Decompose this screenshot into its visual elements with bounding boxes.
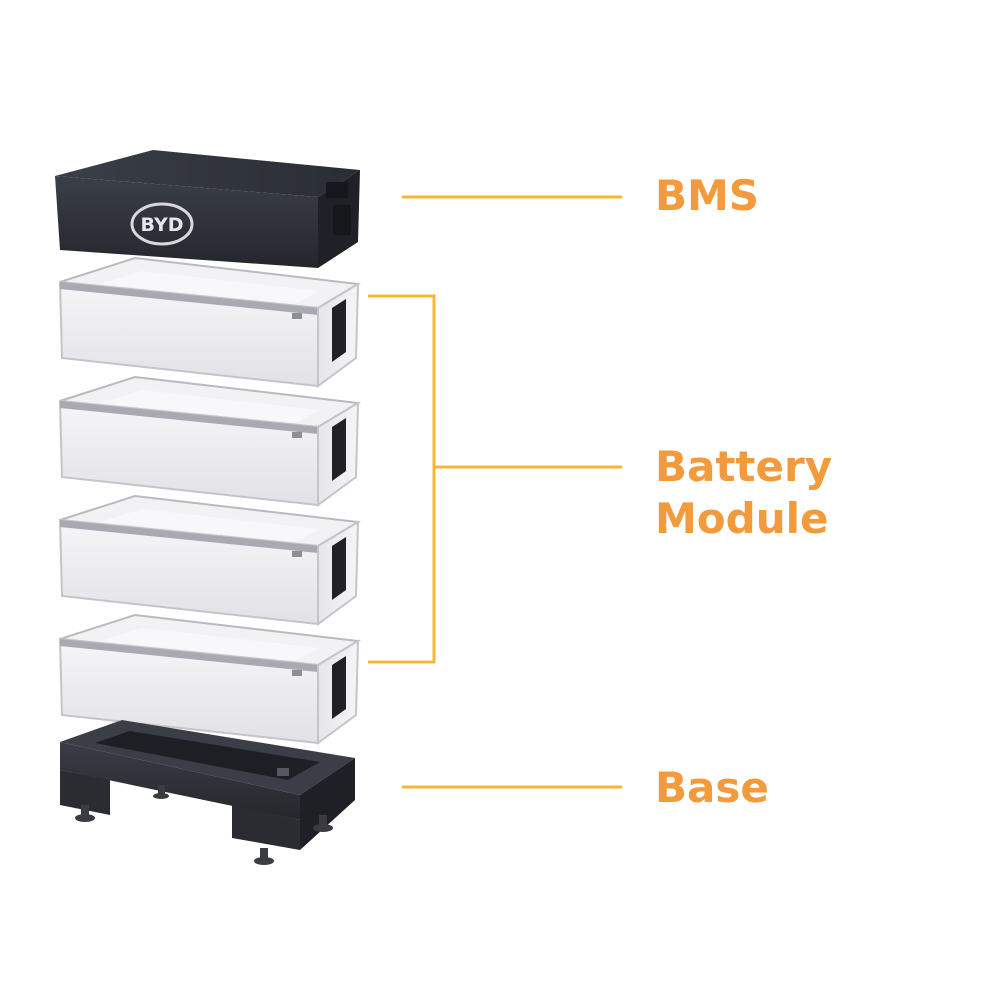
base-leg-left (60, 770, 110, 815)
battery-module (58, 256, 362, 388)
battery-module-stack (58, 256, 362, 745)
base-label-text: Base (655, 763, 769, 812)
battery-module-seam (60, 520, 318, 553)
battery-module-lid-panel (100, 628, 320, 661)
battery-module-lid-panel (100, 271, 320, 304)
foot-pad-icon (75, 814, 95, 822)
battery-module (58, 375, 362, 507)
bms-label: BMS (655, 170, 759, 222)
base-opening (95, 731, 320, 780)
base-leg-front-right (232, 805, 300, 850)
bms-front-face (55, 176, 318, 268)
bms-port-icon (333, 205, 351, 235)
battery-module (58, 613, 362, 745)
battery-module-indicator-icon (292, 670, 302, 676)
base-indicator-icon (277, 768, 289, 776)
foot-icon (81, 805, 89, 817)
foot-icon (158, 785, 165, 795)
battery-module-lid-panel (100, 509, 320, 542)
battery-connector-icon (332, 418, 346, 481)
battery-module-label: Battery Module (655, 441, 832, 545)
foot-pad-icon (313, 824, 333, 832)
battery-module-seam (60, 401, 318, 434)
foot-pad-icon (153, 793, 169, 799)
battery-module-seam (60, 639, 318, 672)
battery-module-label-line2: Module (655, 494, 829, 543)
bms-top-face (55, 150, 360, 197)
logo-text: BYD (141, 214, 184, 236)
base-label: Base (655, 762, 769, 814)
foot-icon (260, 848, 268, 860)
base-unit (60, 720, 355, 865)
leader-lines (368, 195, 622, 789)
battery-module-indicator-icon (292, 313, 302, 319)
battery-module (58, 494, 362, 626)
foot-pad-icon (254, 857, 274, 865)
battery-module-indicator-icon (292, 551, 302, 557)
bms-label-text: BMS (655, 171, 760, 220)
base-front-beam (60, 742, 300, 820)
bms-unit: BYD (55, 150, 360, 268)
battery-connector-icon (332, 299, 346, 362)
battery-module-label-line1: Battery (655, 442, 833, 491)
battery-connector-icon (332, 537, 346, 600)
battery-module-bracket (368, 294, 436, 664)
battery-module-seam (60, 282, 318, 315)
battery-module-lid-panel (100, 390, 320, 423)
foot-icon (319, 815, 327, 827)
byd-logo-icon: BYD (130, 202, 194, 246)
bms-handle-icon (326, 182, 348, 198)
battery-connector-icon (332, 656, 346, 719)
battery-module-indicator-icon (292, 432, 302, 438)
base-feet (75, 785, 333, 865)
